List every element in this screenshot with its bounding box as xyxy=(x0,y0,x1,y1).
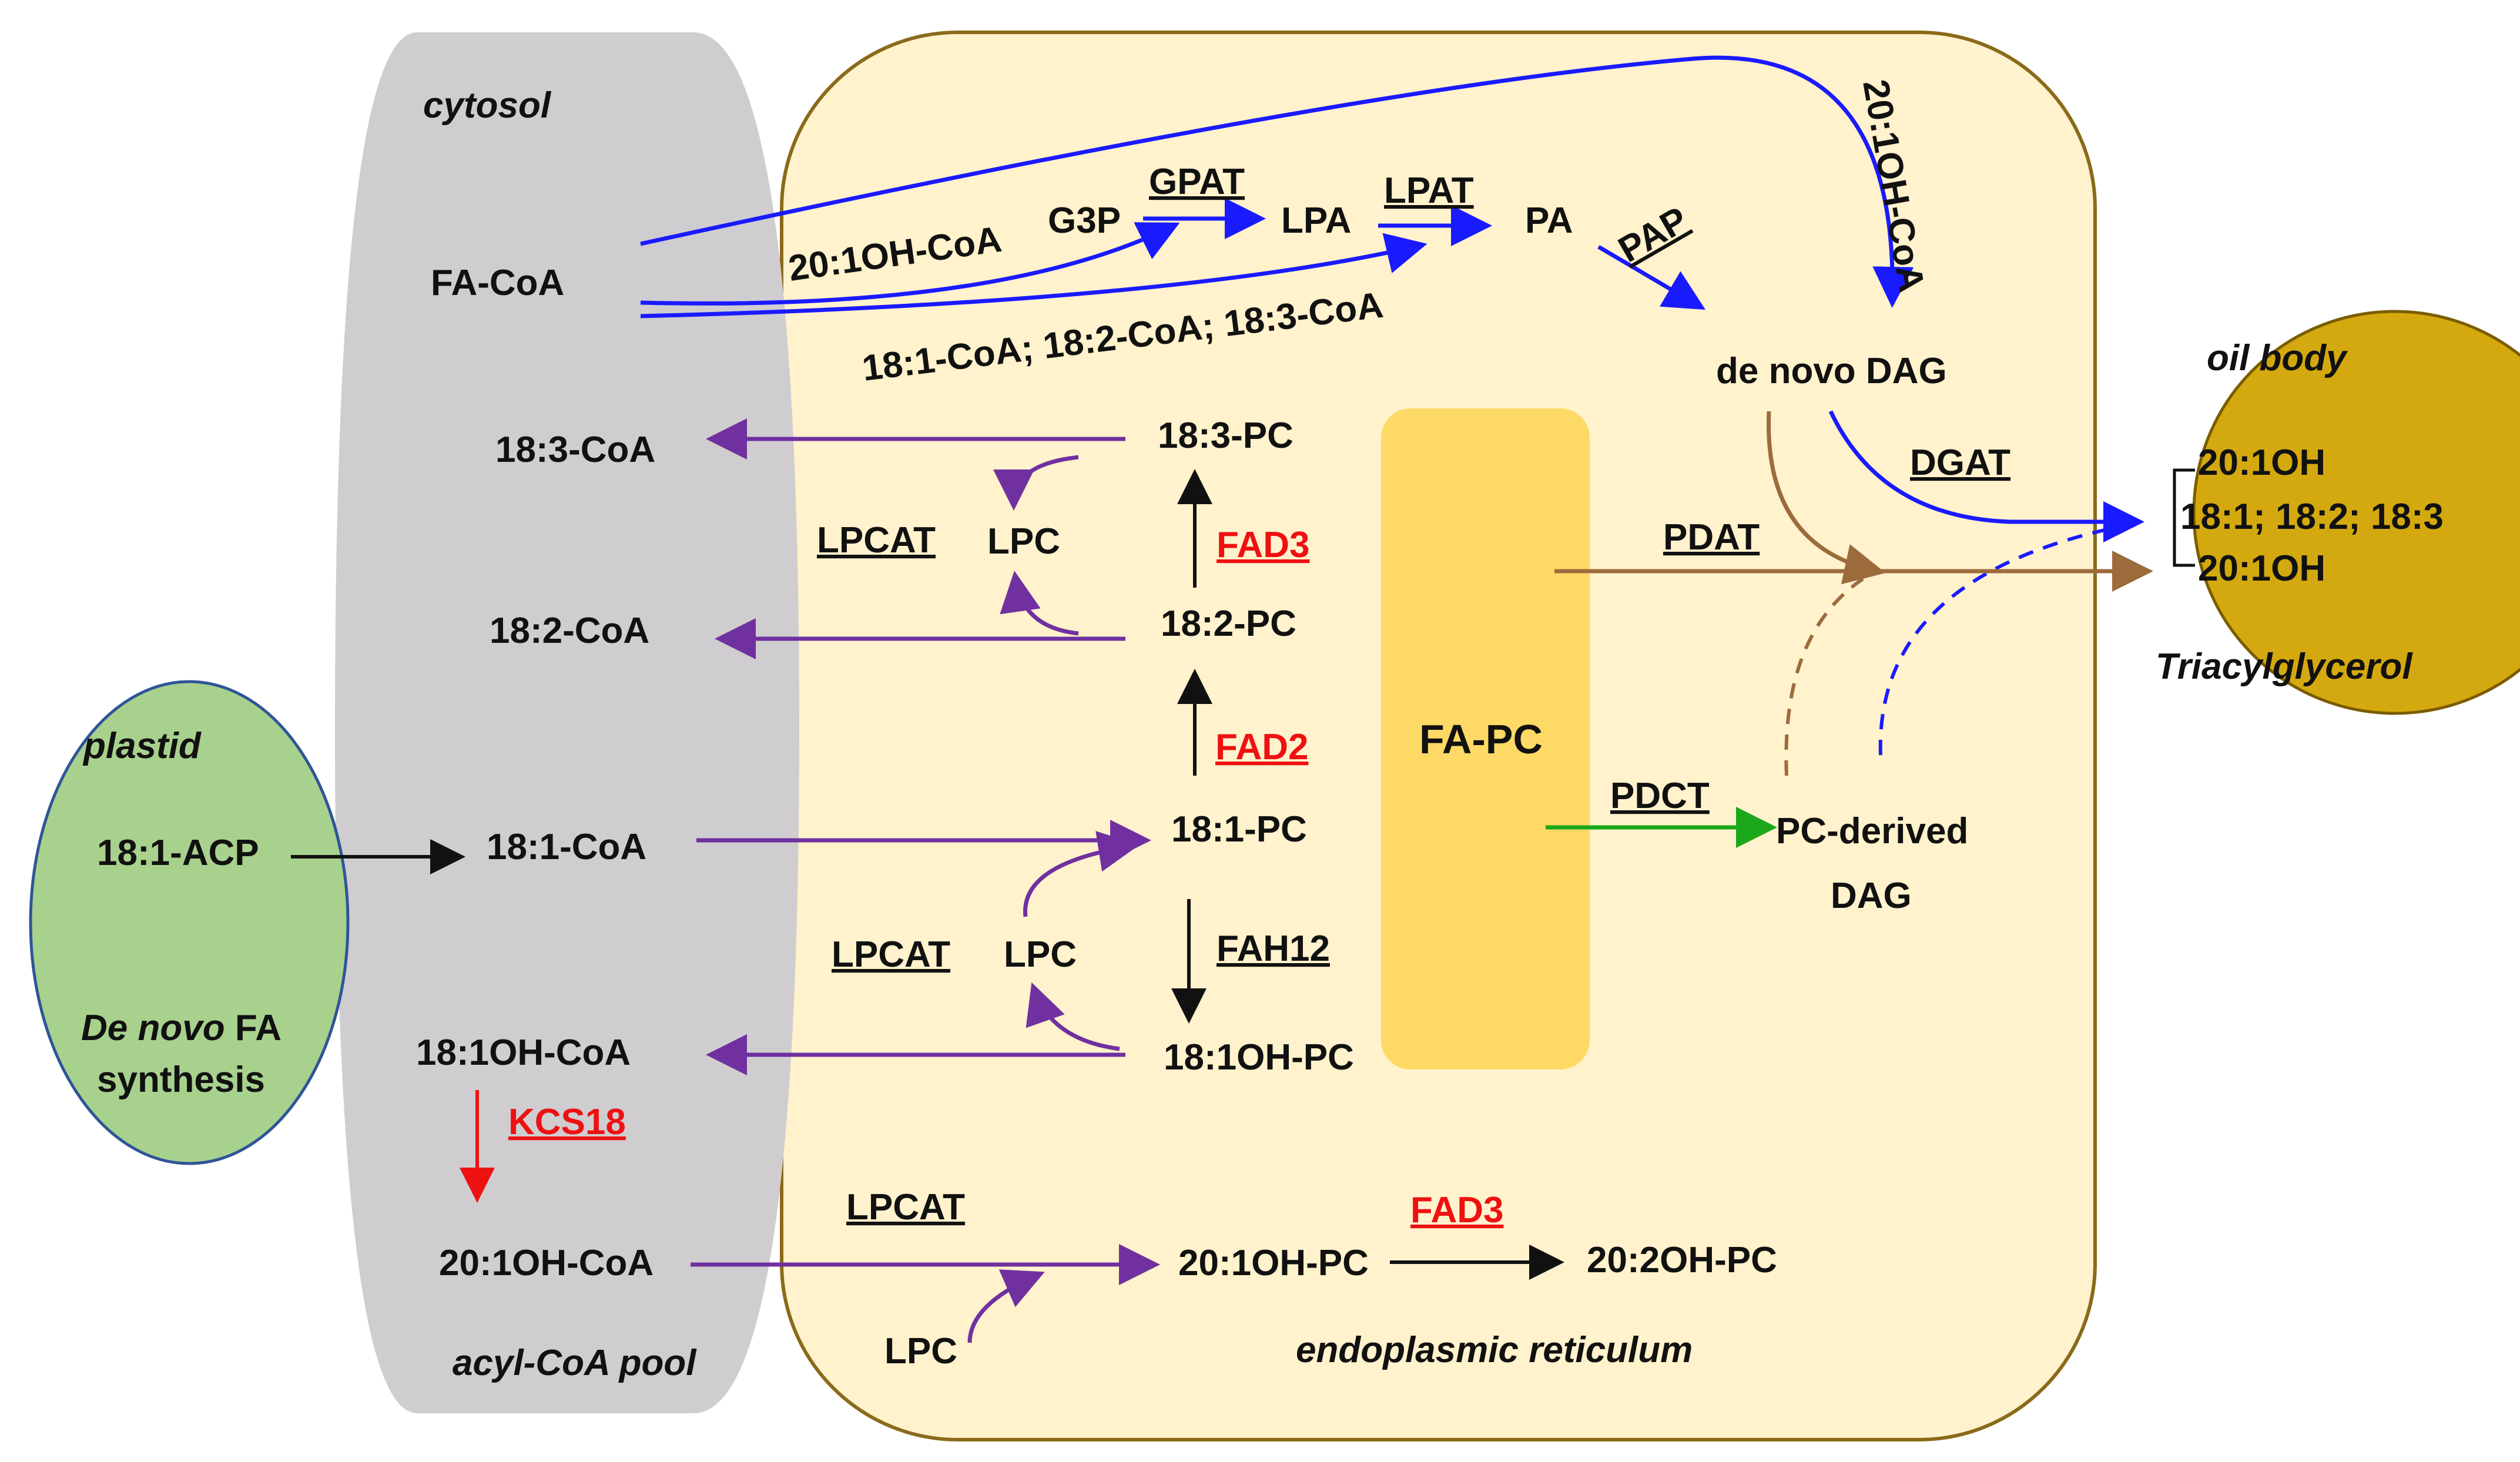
arrow-facoa-to-lpat xyxy=(640,233,1427,318)
de-novo-word: De novo xyxy=(81,1008,225,1048)
pdat-enzyme: PDAT xyxy=(1663,517,1760,558)
lpcat-mid-enzyme: LPCAT xyxy=(832,934,950,975)
acyl-coa-pool-label: acyl-CoA pool xyxy=(453,1343,697,1383)
cytosol-label: cytosol xyxy=(423,85,552,126)
c18-2-pc-label: 18:2-PC xyxy=(1161,603,1296,644)
tag-bracket xyxy=(2173,468,2195,567)
de-novo-dag-label: de novo DAG xyxy=(1716,351,1947,391)
tag-20-1oh-top: 20:1OH xyxy=(2198,442,2325,483)
arrow-dgat-to-tag xyxy=(1828,410,2144,542)
arrow-pc-dag-to-tag-dashed xyxy=(1878,527,2110,756)
plastid-compartment xyxy=(29,680,350,1165)
fad3-bottom-enzyme: FAD3 xyxy=(1410,1190,1503,1230)
arrow-lpc-to-182pc xyxy=(1000,571,1079,636)
plastid-label: plastid xyxy=(82,726,202,766)
lpat-enzyme: LPAT xyxy=(1384,170,1474,211)
arrow-pc-dag-to-pdat-dashed xyxy=(1784,577,1864,776)
lpa-label: LPA xyxy=(1281,200,1351,241)
oil-body-compartment xyxy=(2192,310,2520,715)
arrow-181ohpc-to-lpc xyxy=(1026,982,1120,1051)
lpc-bottom-label: LPC xyxy=(884,1331,957,1372)
fad3-top-enzyme: FAD3 xyxy=(1217,525,1309,565)
c18-1-acp-label: 18:1-ACP xyxy=(97,833,259,873)
triacylglycerol-label: Triacylglycerol xyxy=(2156,646,2413,687)
g3p-label: G3P xyxy=(1048,200,1121,241)
fa-coa-label: FA-CoA xyxy=(431,263,564,303)
c20-1oh-pc-label: 20:1OH-PC xyxy=(1178,1243,1369,1283)
cytosol-compartment xyxy=(335,32,799,1413)
c18-1-coa-label: 18:1-CoA xyxy=(487,827,646,867)
pc-derived-label: PC-derived xyxy=(1776,811,1968,851)
fa-word: FA xyxy=(225,1008,282,1048)
kcs18-enzyme: KCS18 xyxy=(508,1102,626,1142)
c18-3-pc-label: 18:3-PC xyxy=(1158,415,1293,456)
c18-2-coa-label: 18:2-CoA xyxy=(490,611,649,651)
oil-body-label: oil body xyxy=(2207,338,2348,378)
fad2-enzyme: FAD2 xyxy=(1215,727,1308,767)
c18-1oh-coa-label: 18:1OH-CoA xyxy=(416,1032,631,1073)
dag-label: DAG xyxy=(1831,876,1912,916)
c18-1-pc-label: 18:1-PC xyxy=(1171,809,1307,850)
pa-label: PA xyxy=(1525,200,1573,241)
gpat-enzyme: GPAT xyxy=(1149,162,1245,202)
arrow-183pc-to-lpc xyxy=(993,455,1079,511)
pdct-enzyme: PDCT xyxy=(1610,776,1710,816)
fa-pc-box xyxy=(1381,408,1590,1069)
tag-20-1oh-bottom: 20:1OH xyxy=(2198,548,2325,589)
c20-1oh-coa-label: 20:1OH-CoA xyxy=(439,1243,654,1283)
tag-18-mix: 18:1; 18:2; 18:3 xyxy=(2180,497,2444,537)
arrow-lpc-to-181pc xyxy=(1023,831,1140,917)
arrow-lpc-to-201ohpc xyxy=(967,1269,1045,1343)
arrow-facoa-to-denovo-dag xyxy=(640,55,1914,308)
arrow-facoa-to-gpat xyxy=(640,222,1180,306)
c20-2oh-pc-label: 20:2OH-PC xyxy=(1587,1240,1777,1280)
fa-pc-label: FA-PC xyxy=(1419,716,1543,762)
dgat-enzyme: DGAT xyxy=(1910,442,2010,483)
lpcat-bottom-enzyme: LPCAT xyxy=(846,1187,965,1228)
synthesis-label: synthesis xyxy=(97,1059,265,1100)
fah12-enzyme: FAH12 xyxy=(1217,928,1330,969)
c18-3-coa-label: 18:3-CoA xyxy=(495,430,655,470)
arrow-pa-to-denovo-dag xyxy=(1597,244,1706,310)
lpc-top-label: LPC xyxy=(987,521,1060,562)
lpcat-top-enzyme: LPCAT xyxy=(817,520,936,561)
c18-1oh-pc-label: 18:1OH-PC xyxy=(1164,1037,1354,1078)
arrow-denovo-dag-to-pdat xyxy=(1767,411,1886,585)
de-novo-fa-label: De novo FA xyxy=(81,1008,282,1048)
lpc-mid-label: LPC xyxy=(1004,934,1077,975)
er-label: endoplasmic reticulum xyxy=(1296,1330,1693,1370)
